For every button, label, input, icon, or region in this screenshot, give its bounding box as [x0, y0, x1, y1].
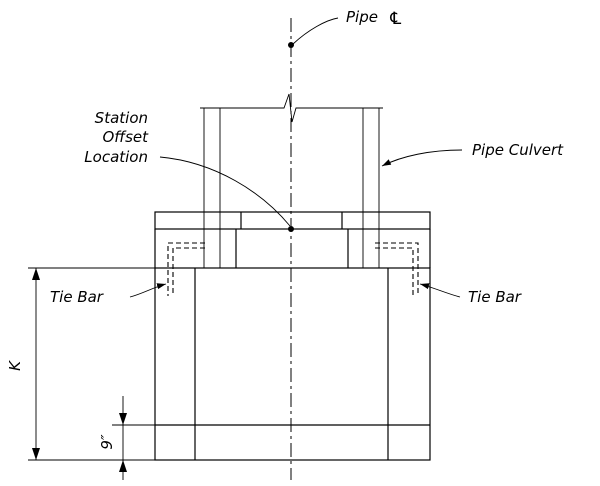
leader-station-offset	[159, 156, 291, 227]
leader-tie-bar-right	[419, 283, 461, 298]
station-label-line3: Location	[84, 148, 148, 166]
station-label-line2: Offset	[102, 128, 149, 146]
tie-bar-left-label: Tie Bar	[50, 288, 104, 306]
pipe-cl-label: Pipe	[346, 8, 378, 26]
pipe-cl-point	[288, 42, 294, 48]
station-offset-point	[288, 226, 294, 232]
centerline-symbol: ℄	[388, 9, 403, 29]
dimension-k	[28, 267, 155, 461]
station-label-line1: Station	[95, 109, 148, 127]
leader-pipe-culvert	[381, 149, 463, 167]
leader-pipe-cl	[292, 17, 339, 45]
pipe-wall-right	[362, 107, 380, 269]
dimension-9in	[112, 396, 155, 480]
tie-bar-right-hook	[375, 242, 419, 296]
tie-bar-right-label: Tie Bar	[468, 288, 522, 306]
dimension-9in-label: 9″	[98, 434, 116, 450]
tie-bar-left-hook	[167, 242, 205, 296]
leader-tie-bar-left	[129, 283, 167, 298]
headwall-body	[154, 267, 431, 461]
pipe-culvert-label: Pipe Culvert	[472, 141, 564, 159]
pipe-wall-left	[203, 107, 221, 269]
dimension-k-label: K	[6, 360, 24, 371]
pipe-break-line	[200, 93, 383, 123]
